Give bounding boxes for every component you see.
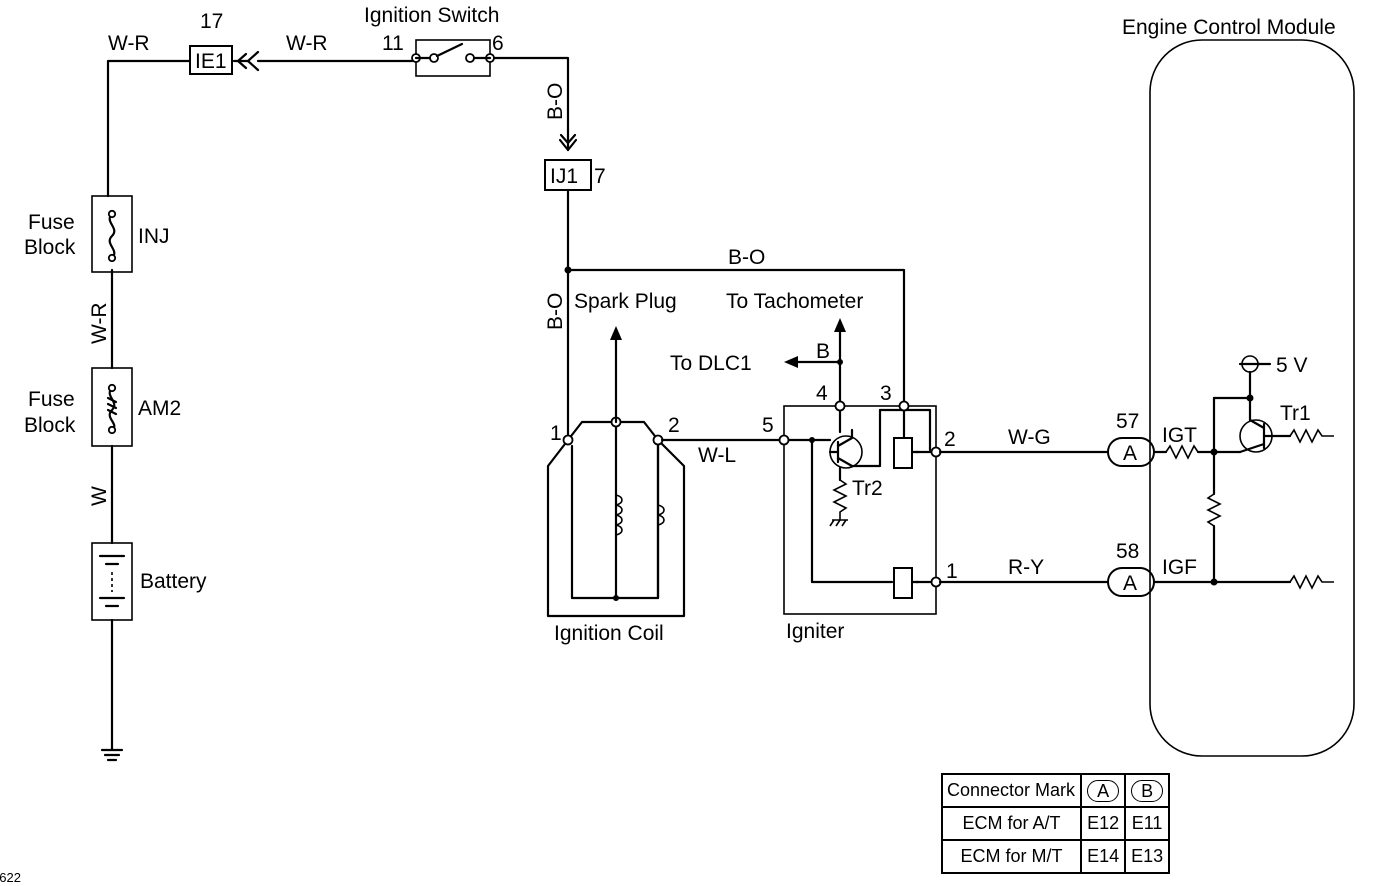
table-cell-b: E11 [1124, 806, 1171, 841]
bo-distribution-wiring [564, 188, 906, 442]
igniter-label: Igniter [786, 620, 844, 643]
switch-to-ij1-wire [492, 56, 578, 152]
ecm-tr1: Tr1 [1280, 402, 1311, 425]
fuse-inj-name: INJ [138, 225, 170, 248]
connector-a-igt: A 57 [1107, 410, 1155, 467]
table-row: Connector Mark A B [940, 773, 1171, 808]
ignition-switch-pin-out: 6 [492, 32, 504, 55]
table-cell-a: E14 [1080, 839, 1127, 874]
connector-a-igf-label: A [1123, 572, 1137, 595]
ignition-coil-label: Ignition Coil [554, 622, 664, 645]
table-cell-a: E12 [1080, 806, 1127, 841]
igniter-tr2: Tr2 [852, 477, 883, 500]
fuse-inj-block-label-2: Block [24, 236, 76, 259]
fuse-am2-name: AM2 [138, 397, 181, 420]
connector-ij1-pin: 7 [594, 165, 606, 188]
ecm-pin-igf: 58 [1116, 540, 1139, 563]
ignition-coil-pin1: 1 [550, 422, 562, 445]
connector-ij1-label: IJ1 [550, 165, 578, 188]
ignition-coil: Ignition Coil 1 2 [546, 414, 686, 645]
wire-label-bo-switch: B-O [544, 83, 567, 120]
connector-ij1: IJ1 7 [544, 159, 606, 191]
wire-label-ry: R-Y [1008, 556, 1044, 579]
wire-label-w-vertical: W [88, 486, 111, 506]
fuse-am2-block-label-1: Fuse [28, 388, 75, 411]
table-header-connector-mark: Connector Mark [940, 773, 1083, 808]
fuse-block-inj: Fuse Block INJ [24, 195, 170, 273]
wire-label-bo-vertical: B-O [544, 293, 567, 330]
figure-id: 6622 [0, 870, 21, 885]
spark-plug-label: Spark Plug [574, 290, 677, 313]
wire-label-b-dlc: B [816, 340, 830, 363]
igniter-pin5: 5 [762, 414, 774, 437]
table-cell-b: E13 [1124, 839, 1171, 874]
table-row: ECM for M/T E14 E13 [940, 839, 1171, 874]
connector-ie1: IE1 17 [189, 10, 233, 75]
wire-label-wg: W-G [1008, 426, 1051, 449]
ecm-title: Engine Control Module [1122, 16, 1336, 39]
left-feed-wiring [106, 50, 414, 752]
ground-icon [100, 748, 124, 762]
ignition-switch-title: Ignition Switch [364, 4, 499, 27]
ecm-igt-label: IGT [1162, 424, 1197, 447]
ecm-supply: 5 V [1276, 354, 1308, 377]
spark-plug-arrow-icon [610, 326, 622, 424]
ignition-switch-pin-in: 11 [382, 32, 404, 55]
ignition-switch: Ignition Switch 11 6 [364, 4, 504, 77]
wire-label-wr-mid: W-R [286, 32, 328, 55]
wire-label-wr-vertical: W-R [88, 302, 111, 344]
battery-label: Battery [140, 570, 207, 593]
ecm-pin-igt: 57 [1116, 410, 1139, 433]
connector-ie1-label: IE1 [195, 50, 227, 73]
fuse-block-am2: Fuse Block AM2 [24, 367, 181, 447]
connector-ie1-pin: 17 [200, 10, 223, 33]
table-row: ECM for A/T E12 E11 [940, 806, 1171, 841]
table-cell-label: ECM for A/T [940, 806, 1083, 841]
wire-label-bo-top: B-O [728, 246, 765, 269]
table-cell-label: ECM for M/T [940, 839, 1083, 874]
fuse-am2-block-label-2: Block [24, 414, 76, 437]
table-header-b: B [1124, 773, 1171, 808]
engine-control-module: Engine Control Module IGT IGF 5 V Tr1 [1122, 16, 1355, 757]
connector-a-igf: A 58 [1107, 540, 1155, 597]
fuse-inj-block-label-1: Fuse [28, 211, 75, 234]
tachometer-label: To Tachometer [726, 290, 863, 313]
igniter-pin3: 3 [880, 382, 892, 405]
igniter-pin1: 1 [946, 560, 958, 583]
battery: Battery [91, 542, 207, 621]
igniter-pin2: 2 [944, 428, 956, 451]
ecm-igf-label: IGF [1162, 556, 1197, 579]
igniter-pin4: 4 [816, 382, 828, 405]
igniter: Igniter 5 4 3 2 1 Tr2 [762, 318, 958, 643]
table-header-a: A [1080, 773, 1127, 808]
connector-a-igt-label: A [1123, 442, 1137, 465]
ignition-coil-pin2: 2 [668, 414, 680, 437]
wire-label-wr-left: W-R [108, 32, 150, 55]
dlc-label: To DLC1 [670, 352, 752, 375]
connector-mark-table: Connector Mark A B ECM for A/T E12 E11 E… [940, 773, 1171, 874]
wire-label-wl: W-L [698, 444, 736, 467]
igt-igf-wiring [938, 450, 1110, 584]
